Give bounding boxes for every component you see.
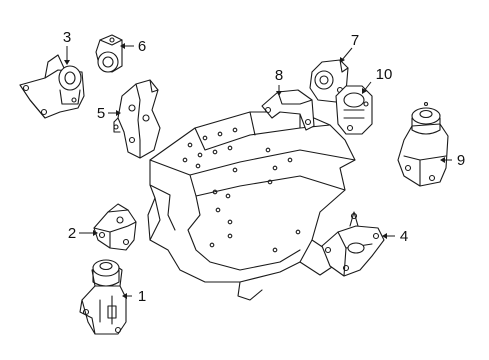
callout-leaders [64,43,452,299]
part-3-upper-mount [19,54,85,119]
callout-7: 7 [351,32,359,49]
callout-6: 6 [138,38,146,55]
part-8-rod-bracket [261,89,315,131]
part-5-bracket [113,79,161,159]
engine-block [147,111,356,301]
part-1-lower-mount [79,259,127,335]
part-9-right-mount [397,101,449,187]
callout-8: 8 [275,67,283,84]
callout-10: 10 [376,66,393,83]
part-10-damper [335,85,373,135]
callout-9: 9 [457,152,465,169]
callout-4: 4 [400,228,408,245]
callout-2: 2 [68,225,76,242]
part-2-bracket [93,203,137,251]
part-7-upper-mount [309,59,349,103]
callout-5: 5 [97,105,105,122]
callout-1: 1 [138,288,146,305]
part-4-lower-mount [321,211,385,277]
callout-3: 3 [63,29,71,46]
part-6-bushing [95,34,123,73]
